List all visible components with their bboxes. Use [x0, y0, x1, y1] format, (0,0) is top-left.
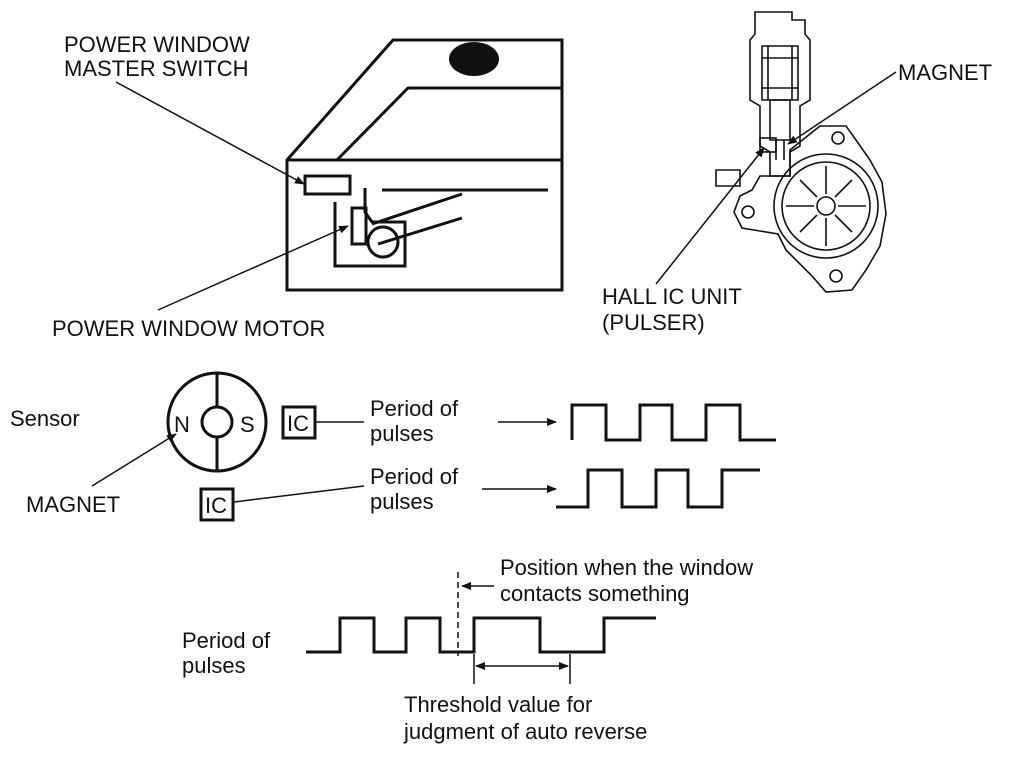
leader-master-switch: [115, 81, 305, 185]
gear-spokes: [786, 166, 866, 246]
motor-body: [350, 206, 368, 246]
label-hall-ic-line1: HALL IC UNIT: [602, 284, 742, 309]
ic-box-1: [281, 405, 317, 440]
mount-hole-left: [741, 205, 755, 219]
contact-line2: contacts something: [500, 581, 690, 606]
regulator-arm: [371, 192, 463, 226]
door-illustration: [285, 38, 564, 292]
threshold-line1: Threshold value for: [404, 692, 592, 717]
leader-hall-ic: [655, 147, 765, 285]
leader-window-motor: [157, 225, 349, 311]
connector-tab: [715, 169, 741, 187]
ic-box-2-label: IC: [205, 493, 227, 518]
period-2-line2: pulses: [370, 489, 434, 514]
pole-n-label: N: [174, 412, 190, 437]
contact-line1: Position when the window: [500, 555, 753, 580]
pulse-train-1: [570, 403, 776, 442]
motor-shaft: [769, 99, 791, 160]
gear-hub: [816, 196, 836, 216]
period-3-line1: Period of: [182, 628, 271, 653]
period-3-line2: pulses: [182, 653, 246, 678]
label-master-switch-line1: POWER WINDOW: [64, 32, 250, 57]
pulse-train-2: [556, 468, 760, 509]
label-master-switch-line2: MASTER SWITCH: [64, 56, 249, 81]
mount-hole-top: [831, 131, 845, 145]
period-2-line1: Period of: [370, 464, 459, 489]
gear-cover-outer: [773, 153, 879, 259]
ic-box-1-label: IC: [287, 411, 309, 436]
hall-ic-block: [759, 137, 777, 153]
period-1-line1: Period of: [370, 396, 459, 421]
sensor-magnet-disc: [166, 371, 268, 473]
door-outline: [285, 38, 564, 292]
regulator-arm-lower: [377, 216, 463, 246]
gear-cover-inner: [781, 161, 871, 251]
threshold-line2: judgment of auto reverse: [403, 719, 647, 744]
gear-housing: [733, 125, 887, 293]
leader-magnet-bottom: [91, 433, 177, 487]
door-handle-icon: [449, 42, 499, 76]
leader-magnet-top: [787, 71, 897, 145]
label-magnet-bottom: MAGNET: [26, 492, 120, 517]
master-switch-box: [303, 174, 352, 196]
pole-s-label: S: [240, 412, 255, 437]
motor-armature: [761, 45, 799, 101]
ic-box-2: [199, 487, 235, 522]
label-magnet-top: MAGNET: [898, 60, 992, 85]
motor-housing: [749, 11, 811, 177]
period-1-line2: pulses: [370, 421, 434, 446]
motor-gear: [366, 225, 400, 259]
door-window-frame: [335, 86, 562, 162]
label-hall-ic-line2: (PULSER): [602, 310, 705, 335]
mount-hole-bottom: [829, 269, 843, 283]
label-window-motor: POWER WINDOW MOTOR: [52, 316, 325, 341]
label-sensor: Sensor: [10, 406, 80, 431]
motor-hall-ic-illustration: [715, 11, 887, 293]
pulse-train-3: [306, 616, 656, 654]
leader-ic2-period: [233, 485, 365, 503]
